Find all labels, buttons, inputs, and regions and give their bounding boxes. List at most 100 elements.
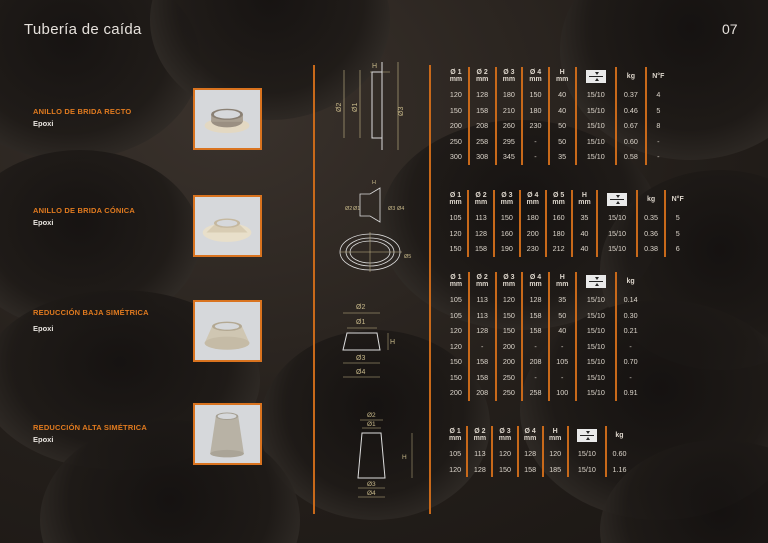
divider-right (429, 65, 431, 514)
table-cell: 120 (492, 446, 519, 462)
table-cell: 105 (444, 292, 470, 308)
svg-text:Ø1: Ø1 (367, 421, 376, 428)
product-name: ANILLO DE BRIDA RECTO (33, 107, 132, 116)
svg-text:Ø2: Ø2 (345, 206, 352, 212)
table-cell: - (468, 338, 497, 354)
table-cell: 8 (656, 121, 661, 131)
product-image-anillo-recto (193, 88, 262, 150)
table-cell: 258 (522, 385, 550, 401)
table-cell: 113 (468, 307, 497, 323)
table-cell: 200 (519, 225, 547, 241)
table-cell: 200 (495, 354, 524, 370)
table-cell: 113 (468, 210, 495, 226)
table-cell: 128 (468, 225, 495, 241)
table-cell: 345 (495, 149, 524, 165)
svg-text:Ø3: Ø3 (367, 481, 376, 488)
product-label-anillo-recto: ANILLO DE BRIDA RECTO Epoxi (33, 107, 131, 128)
table-cell: 158 (522, 323, 550, 339)
table-cell: 0.46 (616, 102, 647, 118)
table-cell: 150 (444, 241, 470, 257)
divider-left (313, 65, 315, 514)
table-cell: 120 (542, 446, 569, 462)
table-cell: 35 (548, 149, 577, 165)
table-cell: 150 (444, 102, 470, 118)
thickness-icon (585, 69, 606, 83)
table-cell: - (629, 341, 632, 351)
table-cell: 150 (522, 87, 550, 103)
table-cell: - (548, 338, 577, 354)
table-cell: 158 (468, 241, 495, 257)
table-cell: - (657, 136, 660, 146)
table-cell: 15/10 (575, 385, 618, 401)
table-cell: 40 (548, 323, 577, 339)
table-cell: 0.14 (623, 295, 638, 305)
table-cell: 230 (522, 118, 550, 134)
table-cell: 150 (495, 323, 524, 339)
product-label-reduccion-baja: REDUCCIÓN BAJA SIMÉTRICA Epoxi (33, 308, 149, 333)
table-cell: 212 (545, 241, 573, 257)
table-cell: 260 (495, 118, 524, 134)
table-cell: 160 (545, 210, 573, 226)
table-cell: 5 (675, 228, 680, 238)
svg-text:Ø1: Ø1 (353, 206, 360, 212)
table-cell: 0.70 (623, 357, 638, 367)
table-cell: 15/10 (575, 149, 618, 165)
table-cell: 40 (548, 102, 577, 118)
table-cell: 0.91 (623, 388, 638, 398)
table-cell: 258 (468, 133, 497, 149)
col-nf: N°F (652, 72, 665, 80)
table-cell: 120 (495, 292, 524, 308)
product-finish: Epoxi (33, 435, 54, 444)
table-row: 120-200--15/10- (444, 338, 644, 354)
table-cell: 250 (444, 133, 470, 149)
table-cell: 158 (522, 307, 550, 323)
thickness-icon (607, 192, 628, 206)
page-number: 07 (722, 21, 738, 37)
table-cell: 160 (493, 225, 521, 241)
svg-text:Ø4: Ø4 (367, 490, 376, 497)
svg-text:Ø2: Ø2 (336, 103, 343, 112)
thickness-icon (585, 274, 606, 288)
table-cell: 250 (495, 369, 524, 385)
table-cell: 15/10 (575, 307, 618, 323)
product-image-reduccion-alta (193, 403, 262, 465)
table-cell: 250 (495, 385, 524, 401)
table-cell: 200 (444, 118, 470, 134)
table-cell: 128 (468, 87, 497, 103)
table-cell: 120 (444, 225, 470, 241)
product-image-reduccion-baja (193, 300, 262, 362)
table-cell: 6 (675, 244, 680, 254)
product-image-anillo-conica (193, 195, 262, 257)
product-finish: Epoxi (33, 119, 54, 128)
table-cell: 0.30 (623, 310, 638, 320)
product-label-anillo-conica: ANILLO DE BRIDA CÓNICA Epoxi (33, 206, 135, 227)
table-cell: 150 (444, 354, 470, 370)
table-cell: 5 (675, 213, 680, 223)
table-cell: 150 (492, 461, 519, 477)
table-cell: 308 (468, 149, 497, 165)
page-title: Tubería de caída (24, 21, 142, 38)
table-cell: 0.37 (616, 87, 647, 103)
svg-text:H: H (372, 180, 376, 186)
table-cell: 128 (468, 323, 497, 339)
table-cell: 105 (444, 446, 469, 462)
table-cell: 113 (468, 292, 497, 308)
table-cell: 15/10 (575, 323, 618, 339)
table-cell: 128 (522, 292, 550, 308)
table-cell: 158 (468, 369, 497, 385)
